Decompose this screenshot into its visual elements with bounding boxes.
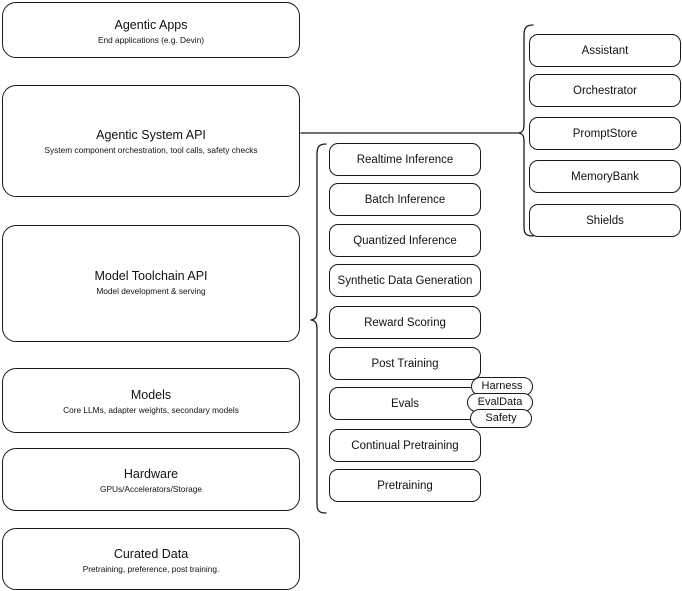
layer-subtitle: GPUs/Accelerators/Storage <box>100 484 202 494</box>
layer-card-hardware[interactable]: Hardware GPUs/Accelerators/Storage <box>2 448 300 511</box>
toolchain-chip-synthetic-data-generation[interactable]: Synthetic Data Generation <box>329 264 481 297</box>
system-chip-shields[interactable]: Shields <box>529 204 681 237</box>
badge-label: Safety <box>485 412 517 424</box>
chip-label: Evals <box>390 397 420 410</box>
chip-label: Assistant <box>581 44 629 57</box>
layer-subtitle: Core LLMs, adapter weights, secondary mo… <box>63 405 239 415</box>
toolchain-chip-continual-pretraining[interactable]: Continual Pretraining <box>329 429 481 462</box>
layer-card-curated-data[interactable]: Curated Data Pretraining, preference, po… <box>2 528 300 590</box>
chip-label: Reward Scoring <box>364 316 446 329</box>
layer-title: Model Toolchain API <box>94 269 208 283</box>
layer-title: Agentic System API <box>96 128 206 142</box>
layer-card-model-toolchain-api[interactable]: Model Toolchain API Model development & … <box>2 225 300 342</box>
chip-label: PromptStore <box>572 127 638 140</box>
layer-card-agentic-apps[interactable]: Agentic Apps End applications (e.g. Devi… <box>2 2 300 58</box>
layer-card-models[interactable]: Models Core LLMs, adapter weights, secon… <box>2 368 300 433</box>
chip-label: MemoryBank <box>571 170 639 183</box>
chip-label: Realtime Inference <box>356 153 454 166</box>
layer-subtitle: Model development & serving <box>96 286 206 296</box>
layer-title: Agentic Apps <box>114 18 188 32</box>
toolchain-chip-post-training[interactable]: Post Training <box>329 347 481 380</box>
chip-label: Synthetic Data Generation <box>337 274 473 287</box>
system-chip-orchestrator[interactable]: Orchestrator <box>529 74 681 107</box>
toolchain-chip-batch-inference[interactable]: Batch Inference <box>329 183 481 216</box>
badge-label: EvalData <box>477 396 523 408</box>
chip-label: Quantized Inference <box>353 234 457 247</box>
system-chip-promptstore[interactable]: PromptStore <box>529 117 681 150</box>
chip-label: Orchestrator <box>573 84 637 97</box>
layer-subtitle: Pretraining, preference, post training. <box>82 564 220 574</box>
toolchain-chip-pretraining[interactable]: Pretraining <box>329 469 481 502</box>
layer-subtitle: System component orchestration, tool cal… <box>44 145 258 155</box>
layer-title: Curated Data <box>113 547 189 561</box>
chip-label: Shields <box>586 214 624 227</box>
layer-title: Hardware <box>123 467 179 481</box>
toolchain-chip-reward-scoring[interactable]: Reward Scoring <box>329 306 481 339</box>
system-chip-assistant[interactable]: Assistant <box>529 34 681 67</box>
layer-subtitle: End applications (e.g. Devin) <box>97 35 205 45</box>
chip-label: Pretraining <box>377 479 433 492</box>
layer-title: Models <box>130 388 172 402</box>
chip-label: Post Training <box>371 357 439 370</box>
toolchain-chip-realtime-inference[interactable]: Realtime Inference <box>329 143 481 176</box>
left-bracket <box>310 143 327 514</box>
badge-label: Harness <box>481 380 523 392</box>
toolchain-chip-evals[interactable]: Evals <box>329 387 481 420</box>
system-chip-memorybank[interactable]: MemoryBank <box>529 160 681 193</box>
chip-label: Continual Pretraining <box>351 439 459 452</box>
chip-label: Batch Inference <box>364 193 446 206</box>
eval-badge-safety[interactable]: Safety <box>470 409 532 428</box>
toolchain-chip-quantized-inference[interactable]: Quantized Inference <box>329 224 481 257</box>
layer-card-agentic-system-api[interactable]: Agentic System API System component orch… <box>2 85 300 197</box>
